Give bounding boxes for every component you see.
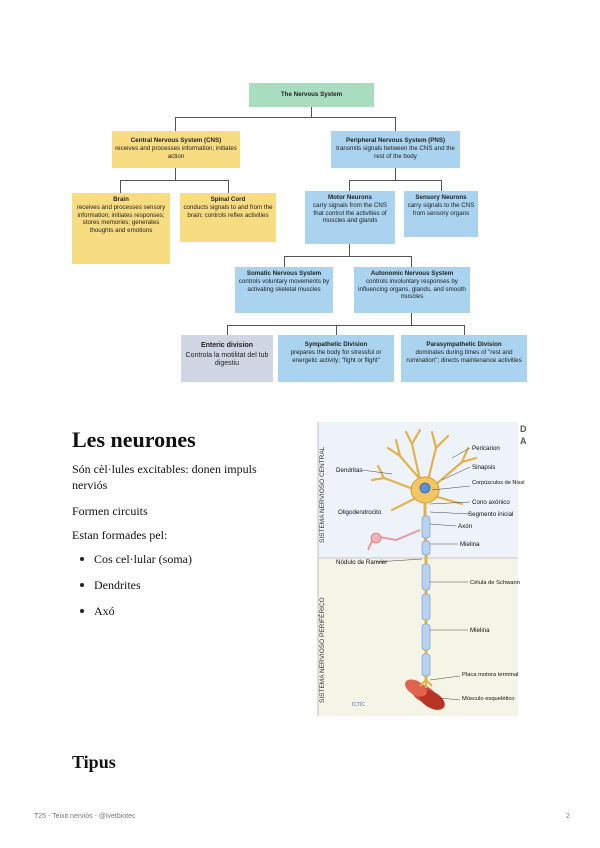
- parasympathetic-division-box: Parasympathetic Division dominates durin…: [401, 335, 527, 382]
- autonomic-system-box: Autonomic Nervous System controls involu…: [354, 267, 470, 313]
- box-description: controls voluntary movements by activati…: [238, 278, 330, 293]
- box-title: Autonomic Nervous System: [370, 270, 454, 277]
- paragraph-circuits: Formen circuits: [72, 504, 148, 518]
- label-ranvier: Nódulo de Ranvier: [336, 559, 387, 566]
- connector-line: [175, 117, 396, 118]
- nucleus-shape: [419, 482, 431, 494]
- publisher-logo: ICTIC: [352, 702, 365, 708]
- footer-text: T25 - Teixit nerviós - @ivetbiotec: [34, 813, 136, 820]
- box-description: transmits signals between the CNS and th…: [336, 145, 455, 160]
- connector-line: [349, 180, 442, 181]
- nervous-system-box: The Nervous System: [249, 83, 374, 107]
- box-description: receives and processes sensory informati…: [76, 204, 166, 234]
- box-description: dominates during times of "rest and rumi…: [406, 349, 522, 364]
- box-description: receives and processes information; init…: [115, 145, 237, 160]
- motor-neurons-box: Motor Neurons carry signals from the CNS…: [305, 191, 395, 244]
- label-oligodendrocito: Oligodendrocito: [338, 509, 382, 516]
- connector-line: [175, 168, 176, 180]
- section-heading: Les neurones: [72, 427, 196, 452]
- connector-line: [336, 325, 337, 335]
- label-axon: Axón: [458, 523, 473, 530]
- leader-lines: [361, 447, 471, 701]
- label-mielina: Mielina: [460, 541, 480, 548]
- myelin-segments: [421, 515, 431, 677]
- nervous-system-diagram: The Nervous System Central Nervous Syste…: [0, 0, 600, 400]
- bullet-icon: [80, 557, 84, 561]
- connector-line: [395, 117, 396, 131]
- connector-line: [227, 325, 465, 326]
- connector-line: [228, 180, 229, 193]
- connector-line: [464, 325, 465, 335]
- neuron-parts-list: Cos cel·lular (soma) Dendrites Axó: [78, 552, 192, 630]
- box-title: Parasympathetic Division: [426, 341, 502, 348]
- box-title: Motor Neurons: [328, 194, 372, 201]
- box-title: Spinal Cord: [210, 196, 246, 203]
- label-dendritas: Dendritas: [336, 467, 362, 474]
- connector-line: [175, 117, 176, 131]
- spinal-cord-box: Spinal Cord conducts signals to and from…: [180, 193, 276, 242]
- box-description: carry signals from the CNS that control …: [313, 202, 387, 225]
- paragraph-formades: Estan formades pel:: [72, 528, 168, 542]
- cns-box: Central Nervous System (CNS) receives an…: [112, 131, 240, 168]
- box-description: controls involuntary responses by influe…: [358, 278, 466, 301]
- pns-box: Peripheral Nervous System (PNS) transmit…: [331, 131, 460, 168]
- box-title: Peripheral Nervous System (PNS): [345, 137, 446, 144]
- side-label-central: SISTEMA NERVIOSO CENTRAL: [319, 446, 326, 543]
- label-schwann: Célula de Schwann: [470, 580, 520, 586]
- corner-letter-a: A: [520, 436, 527, 446]
- list-item: Cos cel·lular (soma): [78, 552, 192, 578]
- connector-line: [284, 256, 412, 257]
- sensory-neurons-box: Sensory Neurons carry signals to the CNS…: [404, 191, 478, 237]
- box-title: Sympathetic Division: [304, 341, 368, 348]
- oligodendrocyte-shape: [367, 529, 421, 551]
- corner-letter-d: D: [520, 424, 527, 434]
- brain-box: Brain receives and processes sensory inf…: [72, 193, 170, 264]
- motor-plate-shape: [419, 679, 433, 688]
- label-pericarion: Pericarion: [472, 445, 500, 452]
- label-placa: Placa motora terminal: [462, 672, 518, 678]
- neuron-illustration: SISTEMA NERVIOSO CENTRAL SISTEMA NERVIOS…: [312, 418, 528, 718]
- box-description: prepares the body for stressful or energ…: [290, 349, 382, 364]
- connector-line: [227, 325, 228, 335]
- list-item-label: Cos cel·lular (soma): [94, 552, 192, 566]
- label-segmento: Segmento inicial: [468, 511, 513, 518]
- tipus-heading: Tipus: [72, 752, 116, 772]
- connector-line: [120, 180, 121, 193]
- sympathetic-division-box: Sympathetic Division prepares the body f…: [278, 335, 394, 382]
- connector-line: [349, 244, 350, 256]
- connector-line: [411, 256, 412, 267]
- list-item: Axó: [78, 604, 192, 630]
- connector-line: [395, 168, 396, 180]
- label-nissl: Corpúsculos de Nissl: [472, 480, 525, 486]
- box-title: Enteric division: [200, 342, 254, 349]
- label-musculo: Músculo esquelético: [462, 696, 515, 702]
- connector-line: [349, 180, 350, 191]
- box-title: Somatic Nervous System: [246, 270, 322, 277]
- paragraph-excitable: Són cèl·lules excitables: donen impuls n…: [72, 462, 257, 492]
- connector-line: [120, 180, 229, 181]
- box-description: Controla la motilitat del tub digestiu: [185, 351, 269, 368]
- enteric-division-box: Enteric division Controla la motilitat d…: [181, 335, 273, 382]
- label-sinapsis: Sinapsis: [472, 464, 495, 471]
- side-label-peripheral: SISTEMA NERVIOSO PERIFÉRICO: [317, 597, 326, 703]
- bullet-icon: [80, 583, 84, 587]
- box-title: Brain: [113, 196, 129, 203]
- connector-line: [411, 313, 412, 325]
- connector-line: [441, 180, 442, 191]
- box-title: The Nervous System: [280, 91, 343, 99]
- somatic-system-box: Somatic Nervous System controls voluntar…: [235, 267, 333, 313]
- box-description: carry signals to the CNS from sensory or…: [407, 202, 475, 217]
- list-item-label: Dendrites: [94, 578, 141, 592]
- list-item: Dendrites: [78, 578, 192, 604]
- connector-line: [284, 256, 285, 267]
- label-cono: Cono axónico: [472, 499, 510, 506]
- bullet-icon: [80, 609, 84, 613]
- box-title: Sensory Neurons: [415, 194, 467, 201]
- page-number: 2: [566, 813, 570, 820]
- list-item-label: Axó: [94, 604, 115, 618]
- label-mielina-peripheral: Mielina: [470, 627, 490, 634]
- box-description: conducts signals to and from the brain; …: [183, 204, 273, 219]
- connector-line: [311, 107, 312, 117]
- box-title: Central Nervous System (CNS): [130, 137, 222, 144]
